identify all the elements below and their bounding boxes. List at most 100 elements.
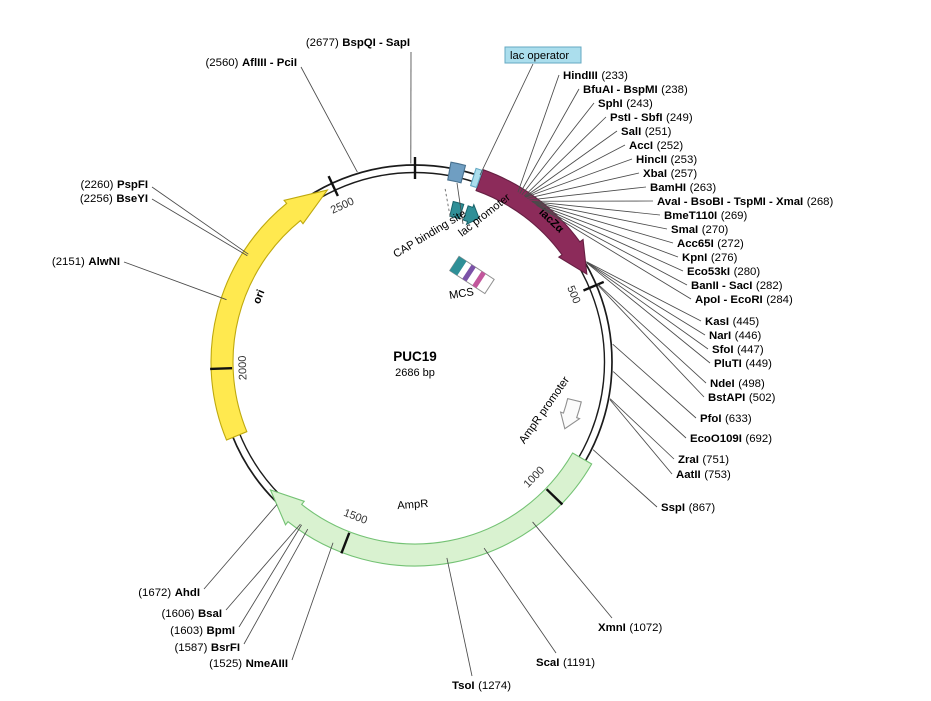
site-pos: (2256) [80,193,113,205]
site-label-sspi[interactable]: SspI(867) [661,502,715,514]
site-pos: (2151) [52,256,85,268]
site-label-bpmi[interactable]: (1603)BpmI [170,625,235,637]
site-label-bspqi-sapi[interactable]: (2677)BspQI - SapI [306,37,410,49]
site-pos: (1672) [138,587,171,599]
site-label-kpni[interactable]: KpnI(276) [682,252,738,264]
site-label-afliii-pcii[interactable]: (2560)AflIII - PciI [206,57,298,69]
site-pos: (1587) [174,642,207,654]
mcs-stripe [472,271,486,289]
leader-sphi [521,102,595,195]
site-name: XmnI [598,622,626,634]
leader-ahdi [203,504,278,590]
feature-ampr[interactable] [269,452,593,567]
site-name: KpnI [682,252,707,264]
site-label-tsoi[interactable]: TsoI(1274) [452,680,511,692]
site-label-ecoo109i[interactable]: EcoO109I(692) [690,433,772,445]
site-label-bfuai-bspmi[interactable]: BfuAI - BspMI(238) [583,84,688,96]
site-label-scai[interactable]: ScaI(1191) [536,657,595,669]
site-label-eco53ki[interactable]: Eco53kI(280) [687,266,760,278]
site-label-pspfi[interactable]: (2260)PspFI [81,179,148,191]
site-label-pfoi[interactable]: PfoI(633) [700,413,752,425]
site-name: BanII - SacI [691,280,752,292]
site-label-banii-saci[interactable]: BanII - SacI(282) [691,280,783,292]
site-pos: (1525) [209,658,242,670]
site-label-bseyi[interactable]: (2256)BseYI [80,193,148,205]
site-label-sphi[interactable]: SphI(243) [598,98,653,110]
site-label-nari[interactable]: NarI(446) [709,330,761,342]
leader-sali [524,130,618,198]
site-name: BstAPI [708,392,745,404]
site-label-acci[interactable]: AccI(252) [629,140,683,152]
plasmid-size: 2686 bp [395,367,435,379]
site-label-bsrfi[interactable]: (1587)BsrFI [174,642,240,654]
site-label-bstapi[interactable]: BstAPI(502) [708,392,776,404]
site-label-apoi-ecori[interactable]: ApoI - EcoRI(284) [695,294,793,306]
leader-pfoi [612,343,697,419]
site-label-ahdi[interactable]: (1672)AhdI [138,587,200,599]
site-label-psti-sbfi[interactable]: PstI - SbfI(249) [610,112,693,124]
site-label-xbai[interactable]: XbaI(257) [643,168,697,180]
site-label-alwni[interactable]: (2151)AlwNI [52,256,120,268]
site-pos: (1191) [563,657,595,669]
tick-2000 [210,367,233,371]
site-pos: (263) [690,182,717,194]
leader-acci [525,144,626,198]
site-pos: (270) [702,224,729,236]
site-pos: (1072) [629,622,662,634]
tick-label-2500: 2500 [329,195,356,216]
site-pos: (280) [734,266,761,278]
lac-operator-label[interactable]: lac operator [510,50,569,62]
plasmid-name: PUC19 [393,349,437,364]
site-label-hincii[interactable]: HincII(253) [636,154,697,166]
site-name: NdeI [710,378,735,390]
site-label-sfoi[interactable]: SfoI(447) [712,344,764,356]
site-pos: (284) [766,294,793,306]
site-name: ZraI [678,454,699,466]
leader-pspfi [151,186,249,255]
site-label-aatii[interactable]: AatII(753) [676,469,731,481]
feature-lacza[interactable] [475,169,588,276]
leader-xbai [527,172,640,199]
leader-tsoi [446,557,473,677]
feature-mcs[interactable] [449,255,495,295]
site-label-pluti[interactable]: PluTI(449) [714,358,772,370]
site-name: BamHI [650,182,686,194]
site-label-bsai[interactable]: (1606)BsaI [162,608,223,620]
leader-ndei [597,283,707,384]
site-label-sali[interactable]: SalI(251) [621,126,672,138]
site-name: Acc65I [677,238,714,250]
feature-label-mcs[interactable]: MCS [448,286,474,302]
feature-label-ori[interactable]: ori [251,288,267,306]
site-label-kasi[interactable]: KasI(445) [705,316,759,328]
feature-ampr-promoter[interactable] [559,397,582,430]
leader-sspi [592,449,658,508]
site-label-xmni[interactable]: XmnI(1072) [598,622,662,634]
site-label-bmet110i[interactable]: BmeT110I(269) [664,210,747,222]
feature-cap-binding-site[interactable] [447,161,467,184]
site-label-nmeaiii[interactable]: (1525) NmeAIII [209,658,288,670]
site-label-bamhi[interactable]: BamHI (263) [650,182,716,194]
leader-zrai [609,398,675,460]
site-label-smai[interactable]: SmaI(270) [671,224,729,236]
site-name: BmeT110I [664,210,717,222]
feature-lac-promoter-part-2[interactable] [462,203,480,226]
site-label-ndei[interactable]: NdeI(498) [710,378,765,390]
site-pos: (445) [733,316,760,328]
site-name: NmeAIII [246,658,288,670]
feature-label-cap-binding-site[interactable]: CAP binding site [391,208,468,261]
feature-label-box-lac-operator[interactable] [504,46,582,64]
leader-kasi [586,261,702,322]
site-label-avai-bsobi-tspmi-xmai[interactable]: AvaI - BsoBI - TspMI - XmaI(268) [657,196,834,208]
leader-pluti [586,262,711,364]
feature-lac-operator[interactable] [469,167,484,189]
site-label-zrai[interactable]: ZraI(751) [678,454,729,466]
feature-ori[interactable] [210,189,329,441]
site-label-acc65i[interactable]: Acc65I(272) [677,238,744,250]
feature-label-ampr[interactable]: AmpR [397,498,429,512]
tick-500 [583,280,605,292]
site-label-hindiii[interactable]: HindIII(233) [563,70,628,82]
site-pos: (449) [745,358,772,370]
site-pos: (233) [601,70,628,82]
